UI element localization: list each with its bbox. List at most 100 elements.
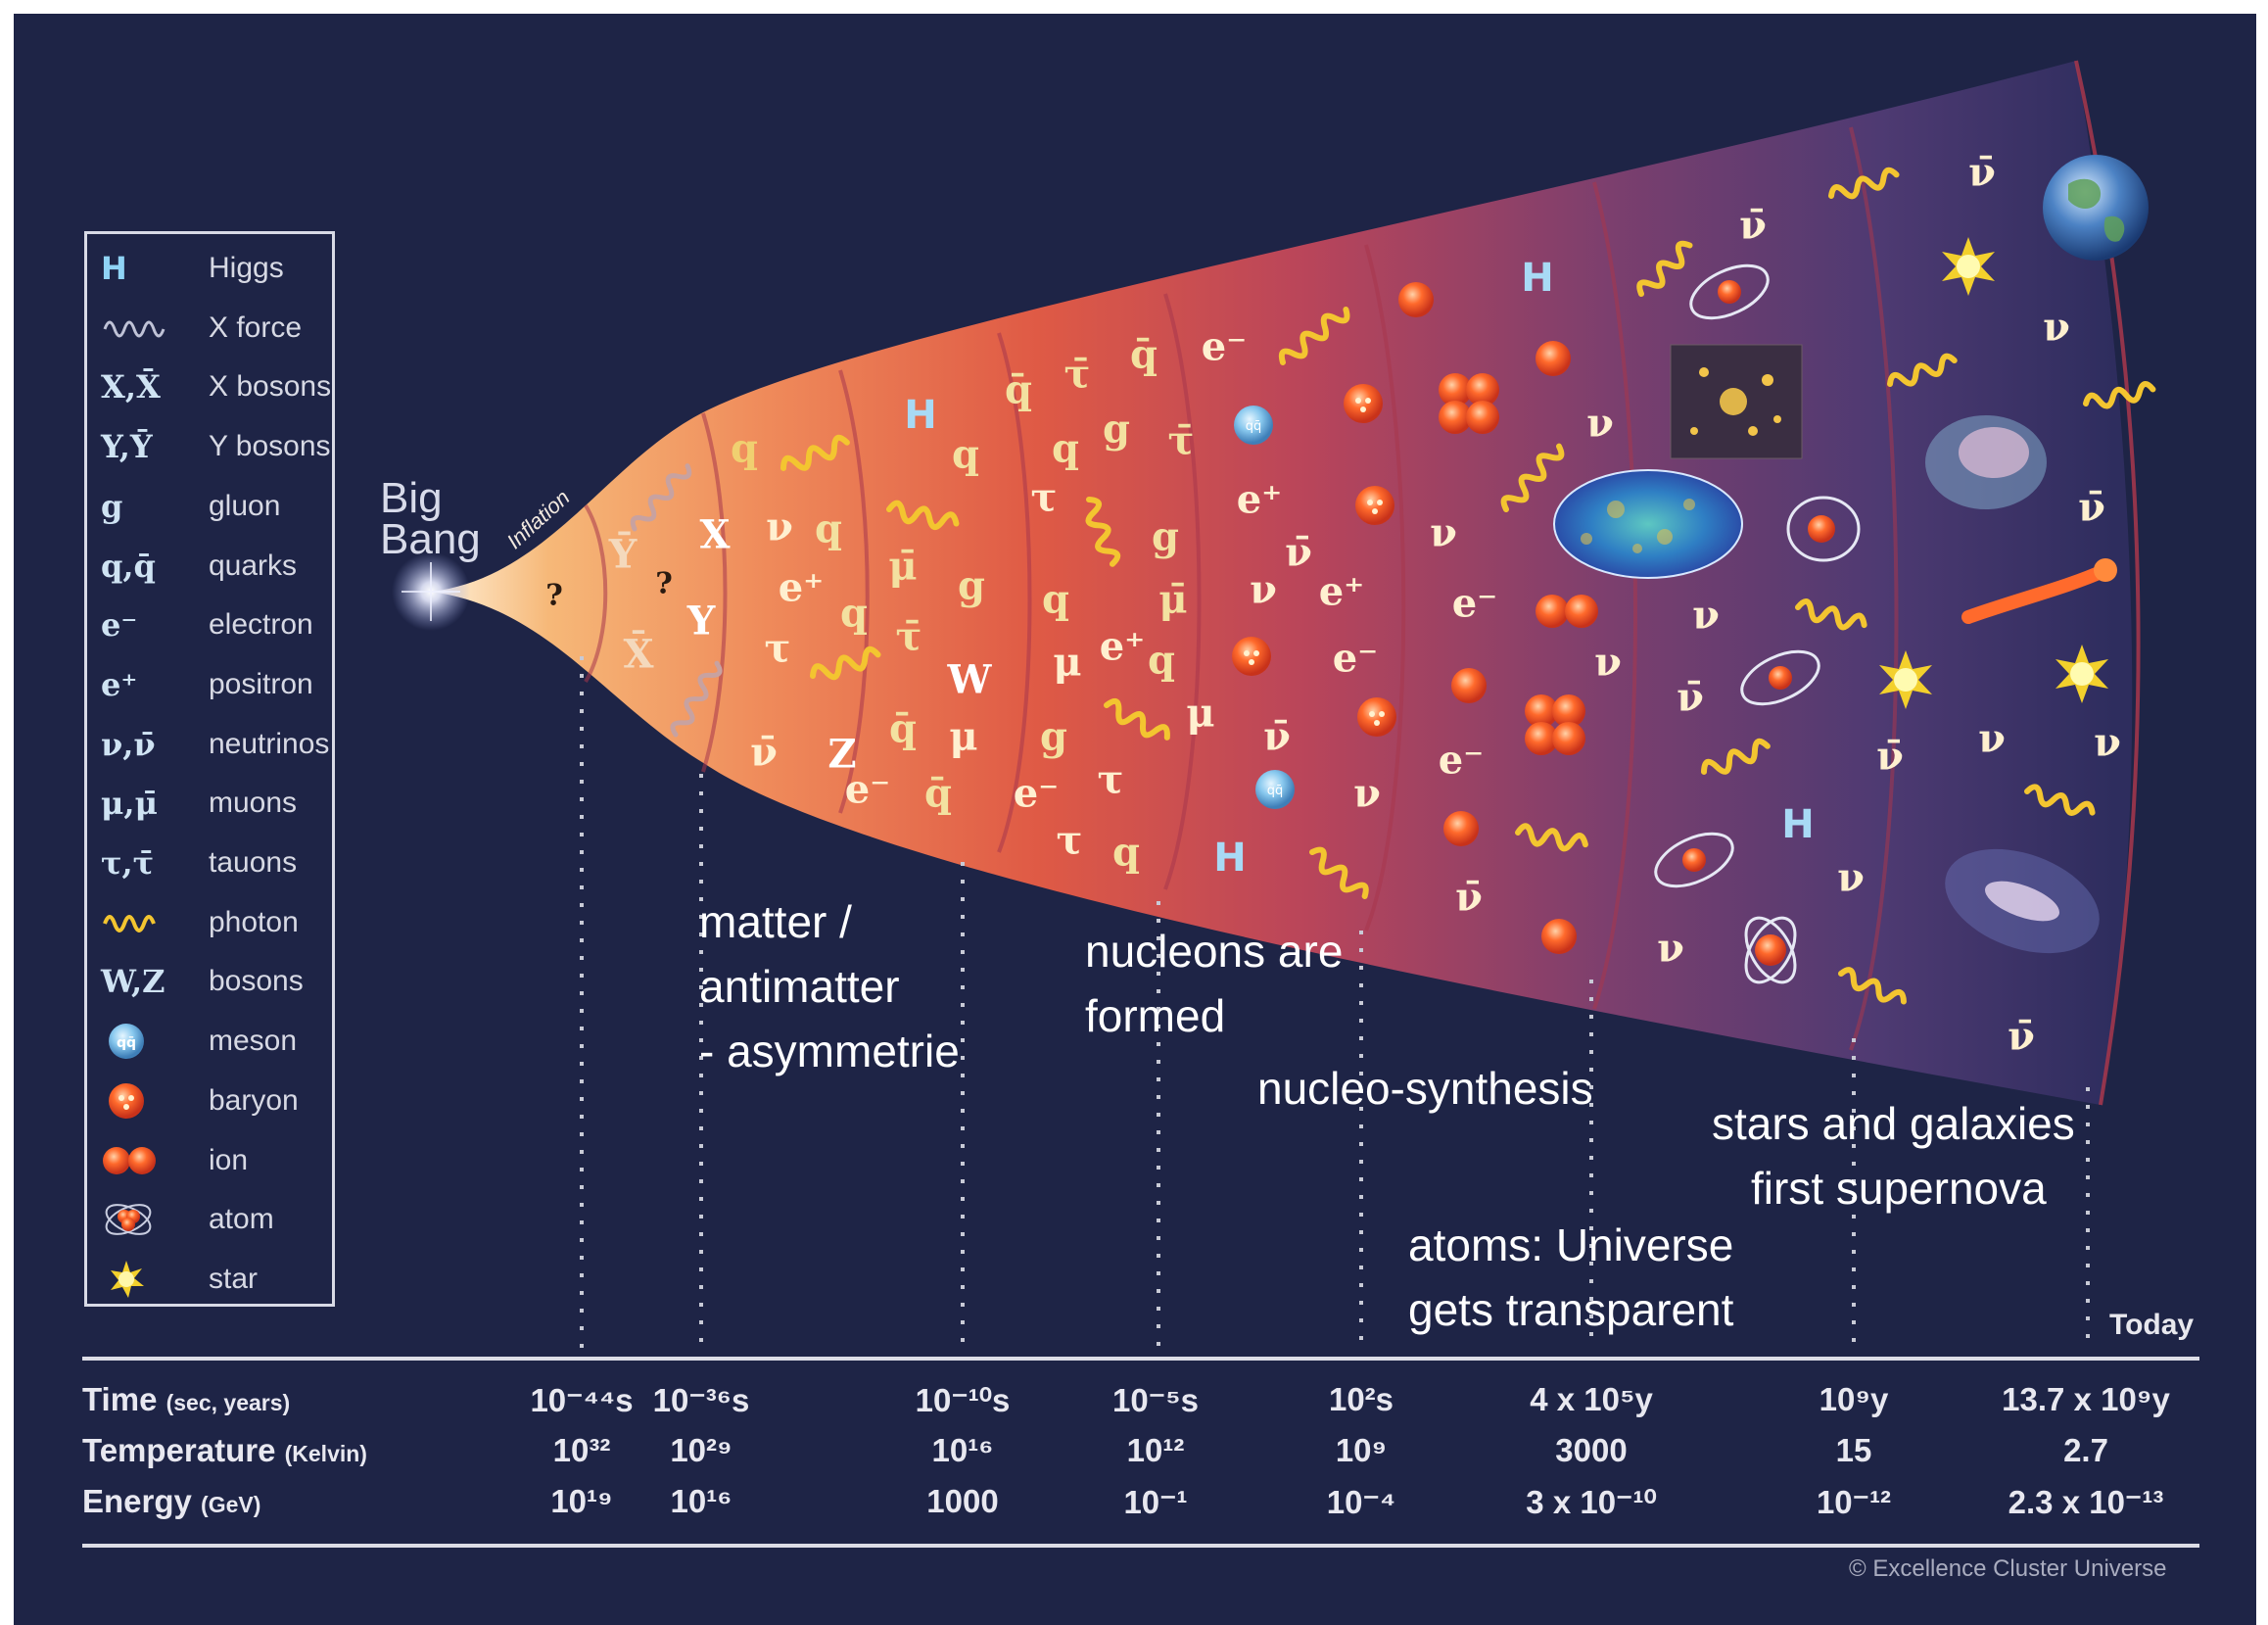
particle-X: X (699, 511, 731, 558)
legend-symbol: q,q̄ (101, 547, 156, 585)
particle-qbar: q̄ (924, 770, 952, 817)
legend-star-icon (101, 1255, 181, 1304)
particle-nubar: ν̄ (2078, 484, 2105, 531)
legend-label: baryon (209, 1083, 299, 1117)
table-cell-time: 10⁻⁵s (1112, 1382, 1199, 1418)
particle-g: g (1152, 513, 1179, 560)
particle-e-minus: e⁻ (1438, 737, 1485, 784)
particle-object (1536, 341, 1571, 376)
particle-taubar: τ̄ (895, 613, 922, 660)
legend-item-tauons: τ,τ̄tauons (101, 838, 332, 887)
row-label-unit: (sec, years) (165, 1390, 291, 1415)
photon-wave (1828, 167, 1900, 200)
legend-label: positron (209, 667, 313, 700)
cmb-map-image (1553, 469, 1743, 579)
cmb-spots (1581, 499, 1695, 553)
photon-wave (1104, 697, 1170, 741)
particle-object (1689, 263, 1770, 320)
legend-label: electron (209, 608, 313, 642)
photon-wave (810, 645, 881, 681)
particle-e-minus: e⁻ (1332, 635, 1379, 682)
particle-nu: ν (1250, 566, 1277, 613)
particle-Ybar: Ȳ (608, 531, 638, 578)
particle-e-minus: e⁻ (1013, 770, 1060, 817)
particle-nu: ν (1657, 925, 1684, 972)
legend-symbol: e⁻ (101, 606, 138, 645)
era-label-line: - asymmetrie (699, 1026, 960, 1076)
era-label-atoms: atoms: Universe gets transparent (1408, 1213, 1733, 1342)
photon-wave (1309, 846, 1369, 899)
particle-e-plus: e⁺ (1318, 568, 1365, 615)
legend-item-photon: photon (101, 898, 332, 947)
particle-q: q (1052, 425, 1079, 472)
legend-label: X bosons (209, 370, 332, 404)
table-cell-temperature: 15 (1835, 1432, 1872, 1468)
particle-nubar: ν̄ (2008, 1013, 2035, 1060)
legend-item-electron: e⁻ electron (101, 600, 332, 649)
table-cell-temperature: 10¹² (1126, 1432, 1185, 1468)
legend-item-ion: ion (101, 1136, 332, 1185)
particle-W: W (947, 656, 992, 703)
legend-symbol: H (101, 250, 127, 287)
table-cell-temperature: 10¹⁶ (931, 1432, 994, 1468)
particle-nu: ν (1430, 509, 1457, 556)
particle-g: g (1040, 713, 1067, 760)
legend-label: meson (209, 1025, 298, 1058)
particle-object (1525, 694, 1585, 755)
era-label-stars: stars and galaxies first supernova (1712, 1091, 2075, 1220)
photon-wave (630, 463, 692, 532)
photon-wave (1887, 353, 1958, 387)
particle-tau: τ (764, 625, 791, 672)
particle-nubar: ν̄ (1263, 713, 1291, 760)
particle-e-minus: e⁻ (1451, 580, 1498, 627)
particle-object (1740, 649, 1820, 706)
legend-item-neutrinos: ν,ν̄neutrinos (101, 720, 332, 769)
table-cell-time: 4 x 10⁵y (1530, 1381, 1653, 1417)
table-cell-temperature: 10³² (552, 1432, 611, 1468)
particle-nu: ν (1586, 400, 1614, 447)
photon-wave (886, 500, 960, 531)
photon-wave (780, 434, 850, 471)
table-row-label: Temperature (Kelvin) (82, 1432, 367, 1469)
table-cell-energy: 10¹⁶ (670, 1483, 732, 1519)
table-cell-time: 10⁹y (1819, 1381, 1889, 1417)
particle-taubar: τ̄ (1167, 417, 1195, 464)
particle-object: qq̄ (1234, 406, 1273, 445)
era-label-nucleosynthesis: nucleo-synthesis (1257, 1063, 1593, 1114)
particle-e-plus: e⁺ (778, 564, 825, 611)
photon-wave (1085, 497, 1121, 567)
photon-wave (1701, 738, 1771, 775)
particle-tau: τ (1097, 756, 1124, 803)
particle-q: q (1148, 637, 1175, 684)
particle-nubar: ν̄ (1285, 529, 1312, 576)
table-row-label: Time (sec, years) (82, 1381, 290, 1418)
table-cell-energy: 10¹⁹ (550, 1483, 613, 1519)
era-label-matter-antimatter: matter / antimatter - asymmetrie (699, 889, 960, 1083)
legend-photon-icon (101, 898, 181, 947)
particle-nubar: ν̄ (1677, 674, 1704, 721)
particle-nu: ν (1837, 854, 1865, 901)
particle-q: q (952, 431, 979, 478)
supernova-remnant-core (1959, 427, 2029, 478)
legend-item-atom: atom (101, 1195, 332, 1244)
photon-wave (1278, 307, 1350, 365)
table-cell-energy: 2.3 x 10⁻¹³ (2008, 1484, 2164, 1520)
particle-object (1942, 237, 1995, 296)
row-label-unit: (Kelvin) (284, 1441, 367, 1466)
legend-item-meson: qq̄meson (101, 1017, 332, 1066)
particle-nu: ν (2043, 304, 2070, 351)
particle-e-minus: e⁻ (844, 766, 891, 813)
particle-object (1541, 919, 1577, 954)
legend-label: gluon (209, 489, 281, 522)
row-label-text: Energy (82, 1483, 192, 1519)
legend-label: quarks (209, 549, 298, 582)
legend-symbol: ν,ν̄ (101, 725, 156, 763)
big-bang-rays (402, 562, 460, 621)
era-label-line: atoms: Universe (1408, 1219, 1734, 1270)
galaxy-cluster-stars (1690, 367, 1781, 436)
legend-label: Y bosons (209, 430, 331, 463)
row-label-text: Temperature (82, 1432, 276, 1468)
